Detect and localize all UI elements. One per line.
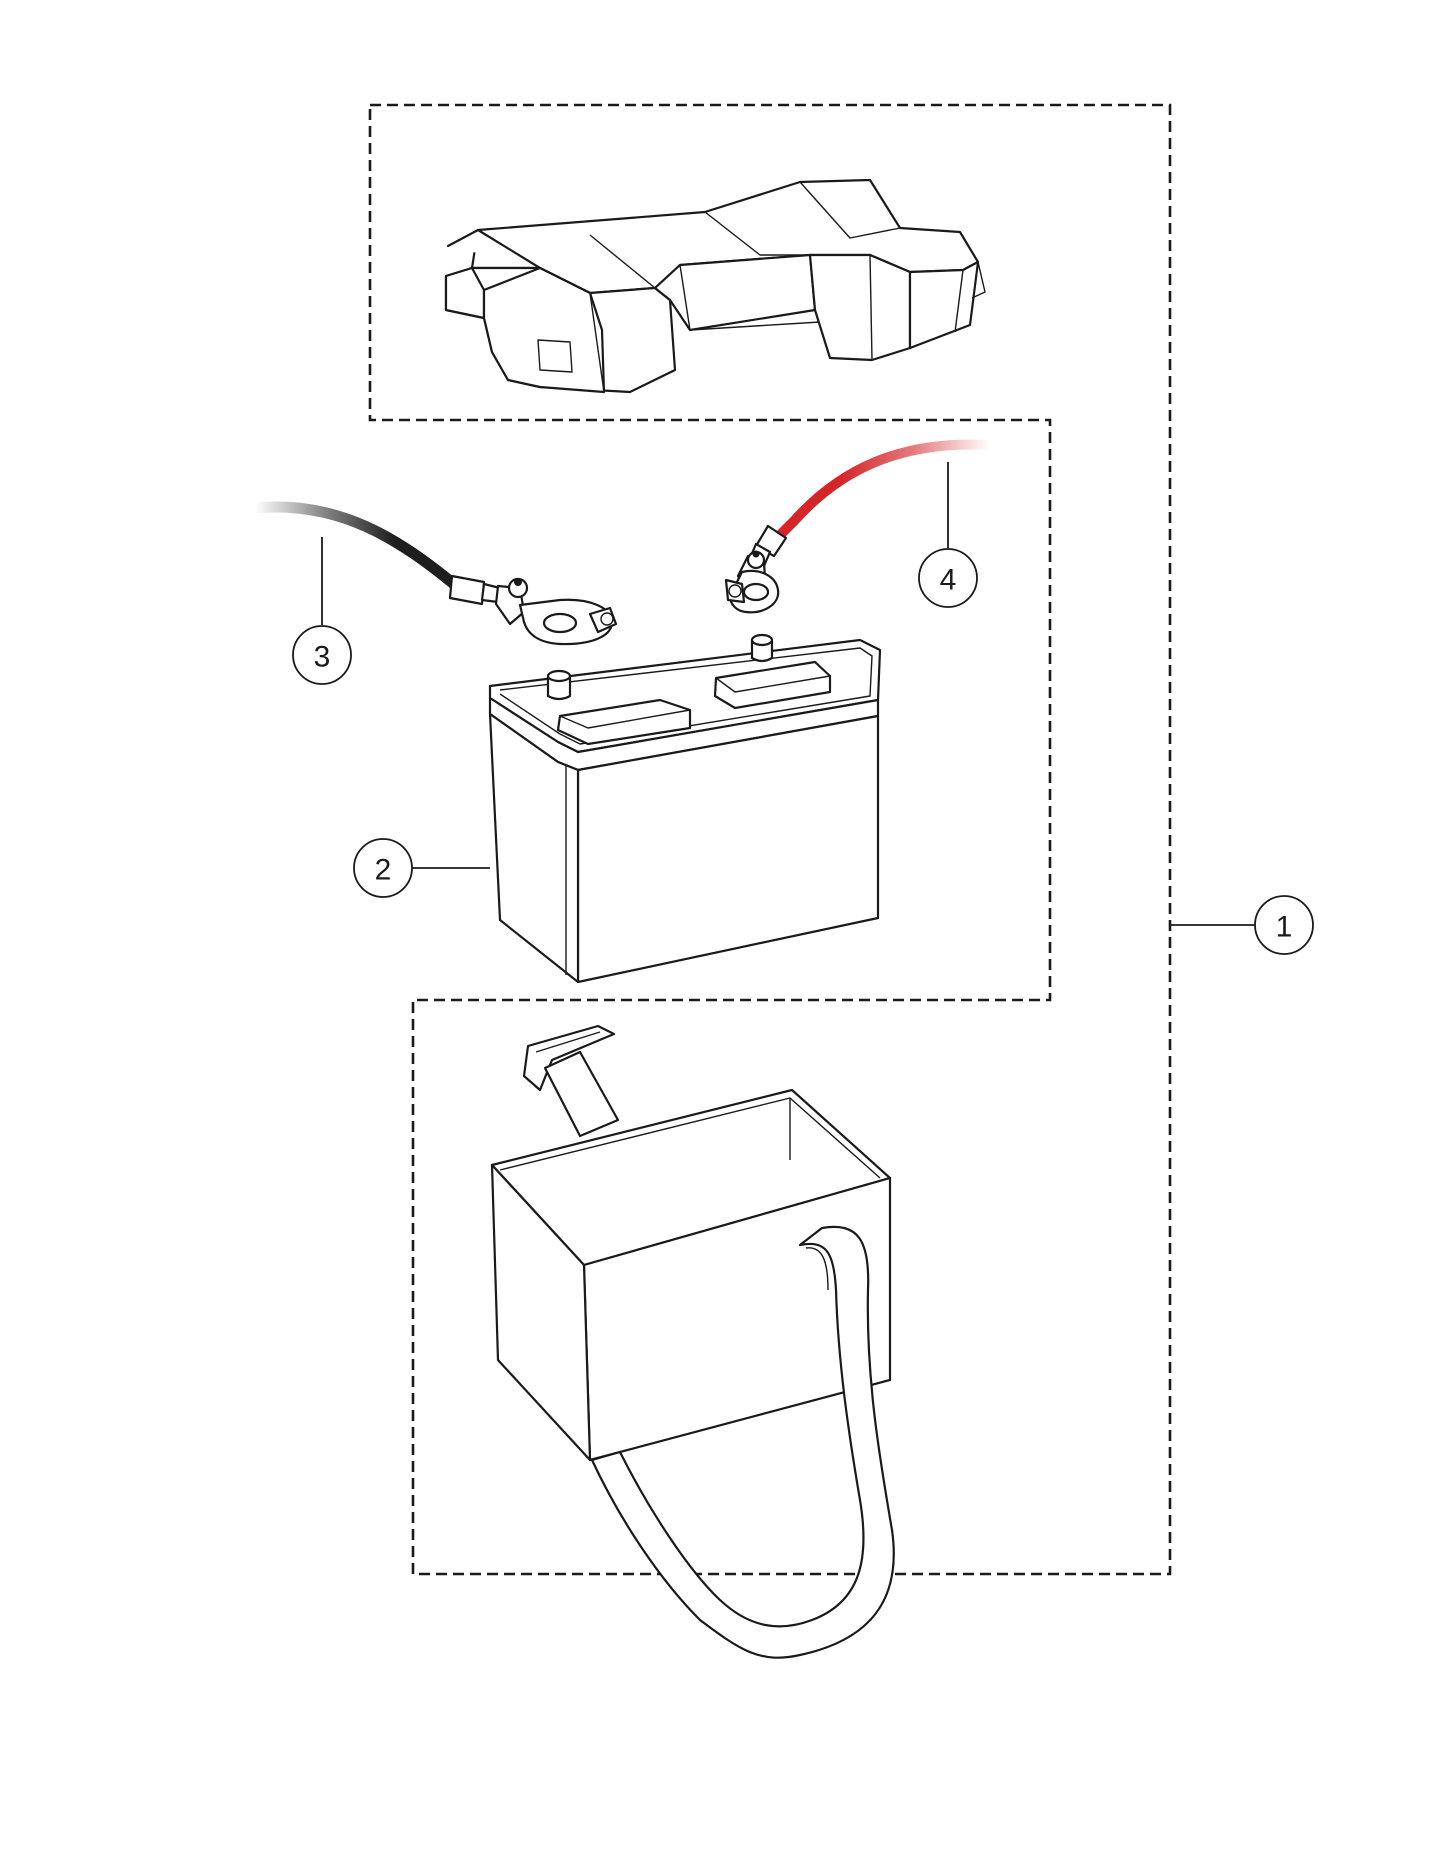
callout-4: 4 bbox=[918, 548, 978, 608]
cover-group-boundary bbox=[368, 103, 1172, 1576]
negative-cable bbox=[249, 501, 618, 646]
callout-leaders bbox=[321, 462, 1255, 926]
callout-2-label: 2 bbox=[375, 854, 392, 887]
callout-1: 1 bbox=[1254, 895, 1314, 955]
assembly-boundary bbox=[368, 103, 1172, 1576]
callout-3-label: 3 bbox=[314, 641, 331, 674]
callout-4-label: 4 bbox=[940, 564, 957, 597]
battery-tray bbox=[490, 1024, 895, 1659]
callout-2: 2 bbox=[353, 838, 413, 898]
callout-3: 3 bbox=[292, 625, 352, 685]
callout-1-label: 1 bbox=[1276, 911, 1293, 944]
battery bbox=[488, 633, 882, 984]
positive-cable bbox=[724, 439, 995, 614]
battery-cover bbox=[444, 178, 986, 394]
